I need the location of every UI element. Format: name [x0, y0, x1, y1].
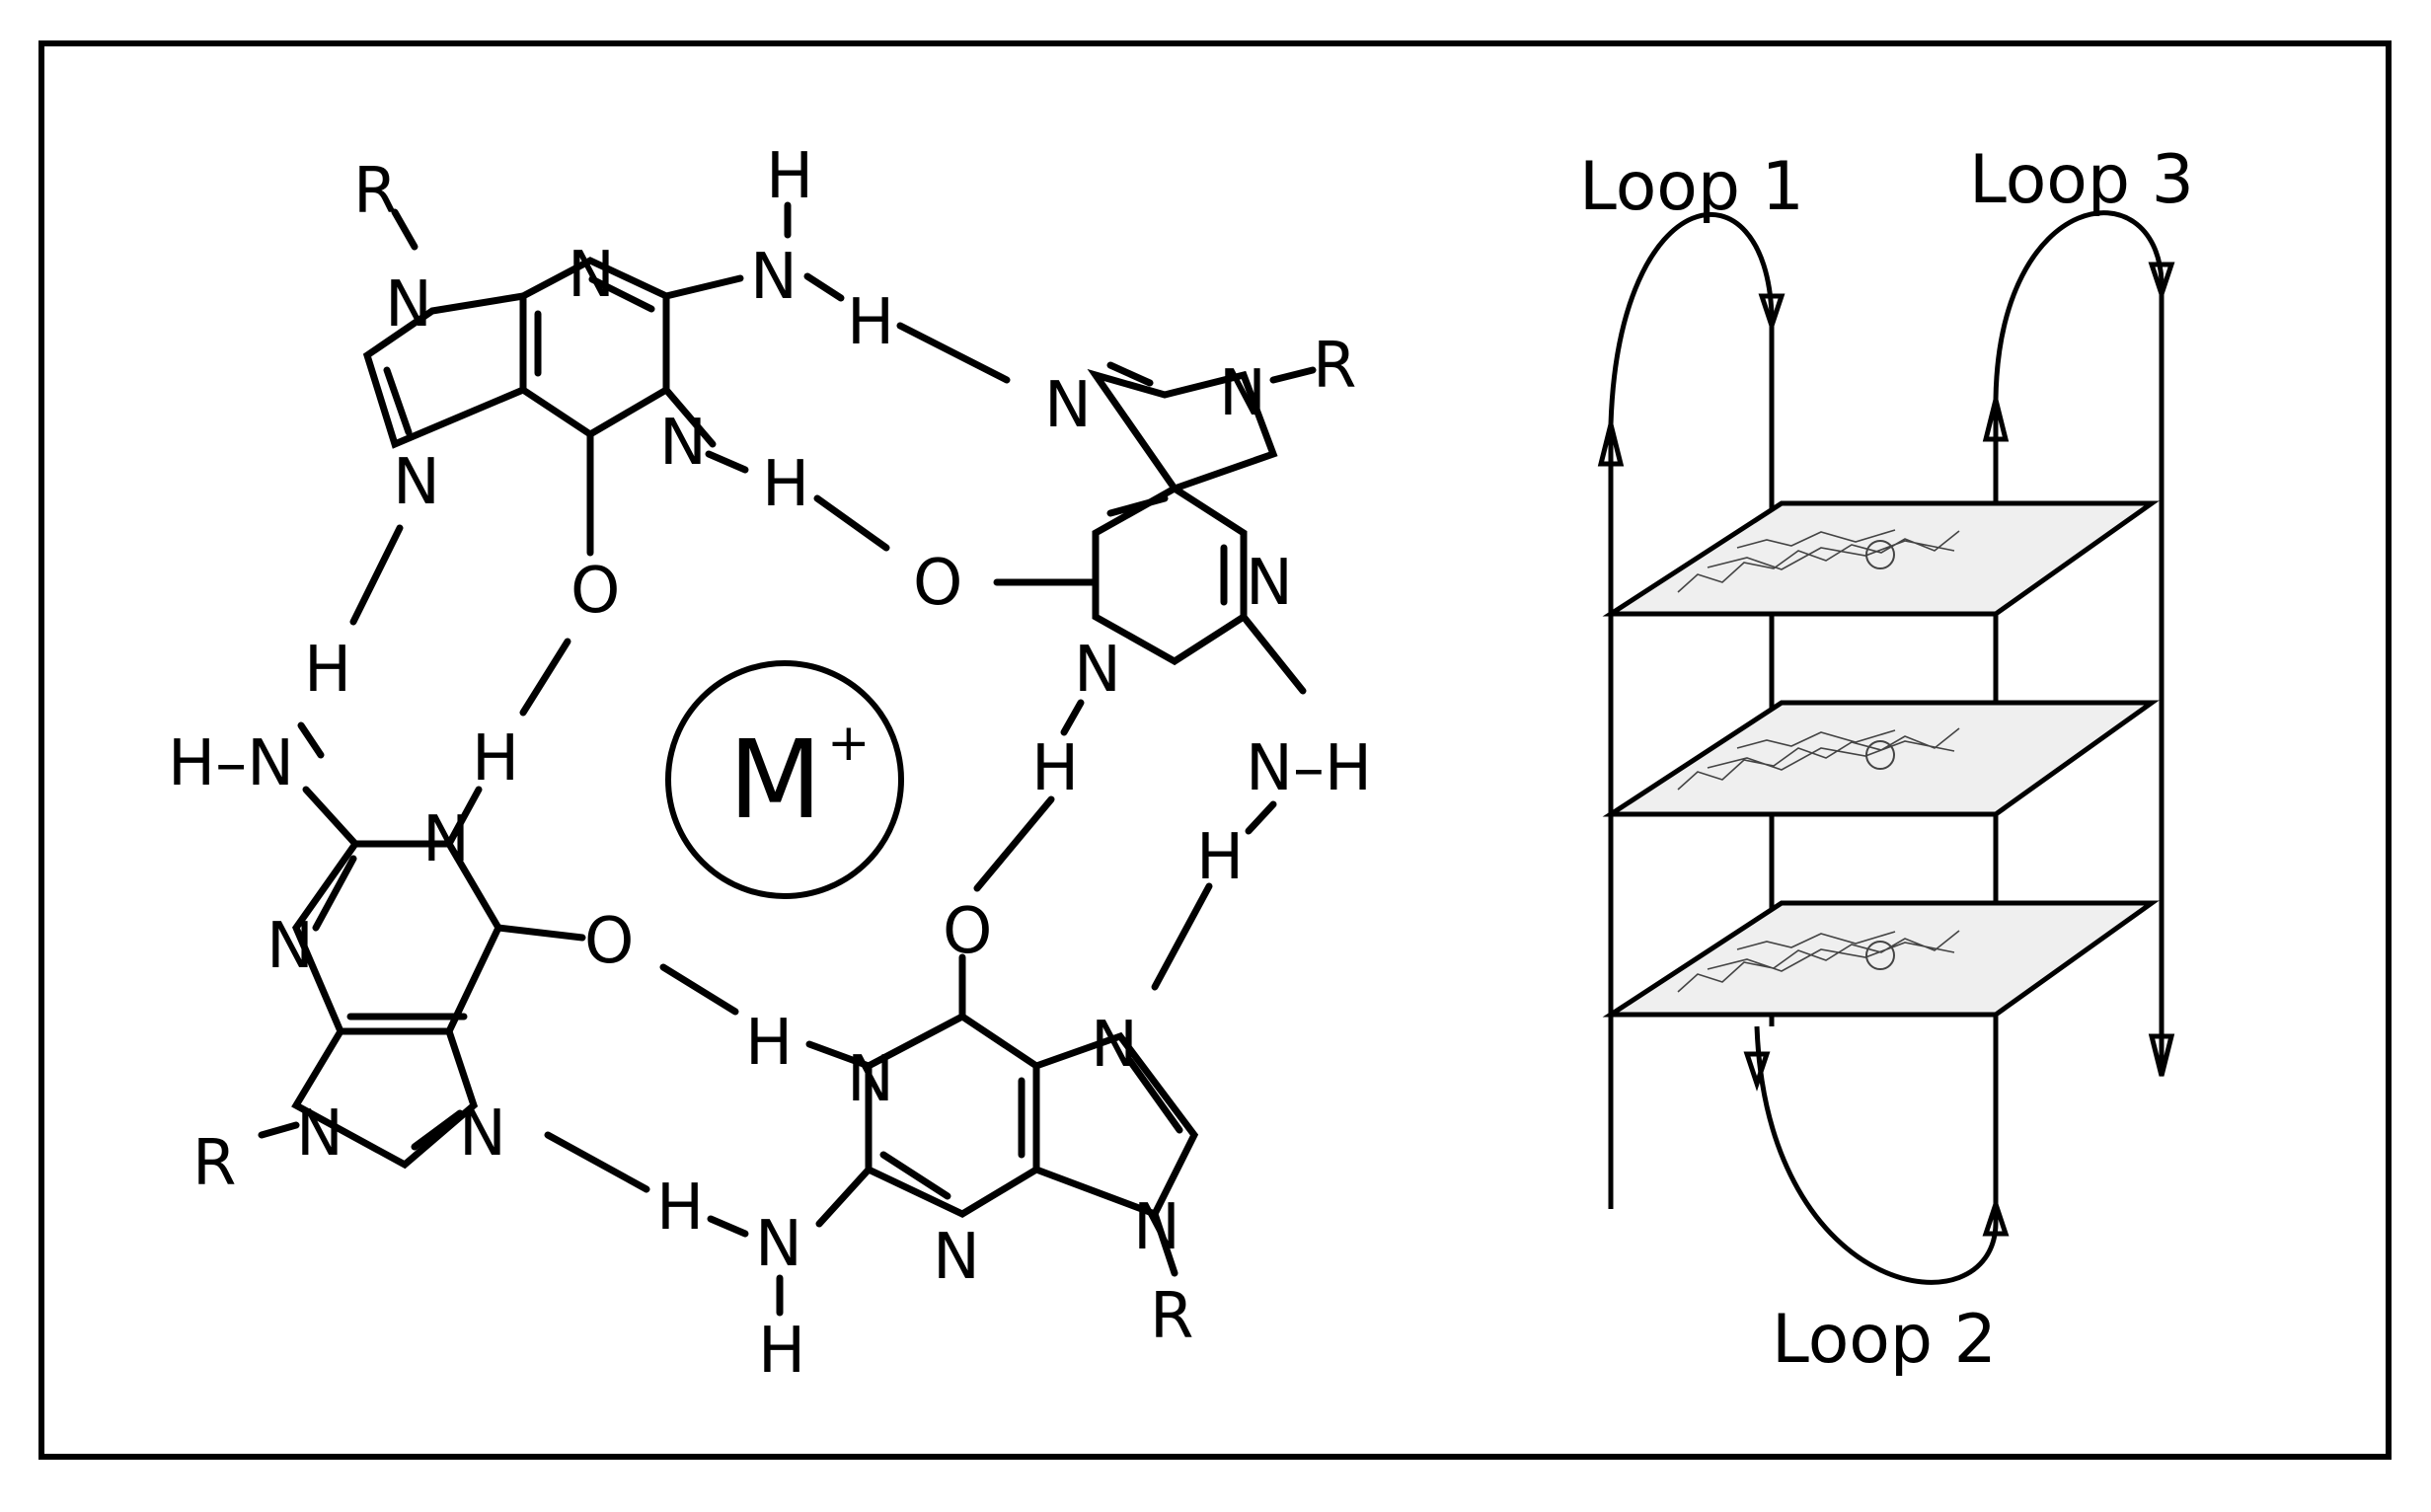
atom-r: R	[1150, 1280, 1193, 1353]
metal-ion-label: M	[728, 717, 822, 843]
atom-n: N	[750, 241, 798, 314]
atom-r: R	[353, 155, 397, 228]
quartet-plate-bottom	[1602, 900, 2160, 1018]
atom-h: H	[758, 1315, 805, 1388]
atom-n: N	[1074, 634, 1121, 707]
hydrogen-bonds	[349, 322, 1213, 1193]
atom-h: H	[745, 1007, 793, 1080]
strand-1-arrow	[1597, 423, 1625, 467]
atom-n: N	[847, 1043, 894, 1116]
strand-4-arrow	[2148, 1033, 2175, 1077]
loop-1-label: Loop 1	[1579, 148, 1804, 226]
guanine-bottom-left: N N O N N R H–N H H	[168, 634, 634, 1200]
atom-n: N	[1246, 547, 1293, 620]
atom-o: O	[570, 555, 620, 628]
atom-o: O	[584, 905, 634, 978]
guanine-top-right: N N R N O N H N–H H	[913, 330, 1372, 894]
loop-2-curve	[1754, 1025, 1999, 1285]
metal-ion-circle	[665, 660, 904, 899]
atom-h: H	[762, 448, 809, 521]
atom-n: N	[459, 1097, 506, 1171]
loop-3-label: Loop 3	[1969, 141, 2194, 219]
atom-n: N	[1044, 369, 1092, 442]
loop-2-arrow	[1743, 1051, 1771, 1092]
atom-h: H	[656, 1172, 704, 1245]
atom-n: N	[1091, 1009, 1138, 1082]
quartet-plate-top	[1602, 500, 2160, 617]
loop-3-arrow	[2148, 262, 2175, 302]
loop-2-arrow-up	[1982, 1196, 2010, 1237]
guanine-top-left: R N N N N O N H H H	[353, 140, 894, 628]
quadruplex-stack: Loop 1 Loop 3 Loop 2	[1579, 141, 2194, 1379]
atom-h: H	[304, 634, 351, 707]
atom-n: N	[1133, 1191, 1180, 1264]
loop-1-arrow	[1758, 293, 1785, 334]
g-quartet: M + R N N N N O N H H H	[168, 140, 1372, 1388]
atom-n: N	[933, 1221, 980, 1294]
atom-r: R	[192, 1127, 236, 1200]
atom-h: H	[472, 722, 519, 795]
figure-frame	[38, 40, 2392, 1460]
atom-n: N	[385, 268, 432, 341]
guanine-bottom-right: O N N N N R H H N H	[656, 895, 1199, 1388]
amine-h-n: H–N	[168, 727, 294, 800]
strand-3-arrow	[1982, 399, 2010, 442]
atom-o: O	[943, 895, 992, 968]
atom-o: O	[913, 547, 962, 620]
loop-3-curve	[1993, 210, 2165, 401]
loop-1-curve	[1608, 211, 1775, 425]
atom-n: N	[422, 803, 470, 876]
loop-2-label: Loop 2	[1772, 1301, 1997, 1379]
atom-h: H	[1031, 732, 1079, 805]
atom-h: H	[847, 286, 894, 359]
atom-n: N	[659, 407, 707, 480]
atom-n: N	[266, 910, 314, 983]
atom-h: H	[766, 140, 813, 213]
metal-ion-charge: +	[827, 714, 871, 773]
atom-n: N	[393, 446, 440, 519]
atom-n: N	[1219, 357, 1266, 430]
atom-h: H	[1196, 821, 1244, 894]
atom-n: N	[296, 1097, 343, 1171]
amine-n-h: N–H	[1246, 732, 1372, 805]
quartet-plate-middle	[1602, 700, 2160, 817]
atom-n: N	[568, 239, 615, 312]
atom-r: R	[1313, 330, 1356, 403]
atom-n: N	[755, 1208, 802, 1281]
